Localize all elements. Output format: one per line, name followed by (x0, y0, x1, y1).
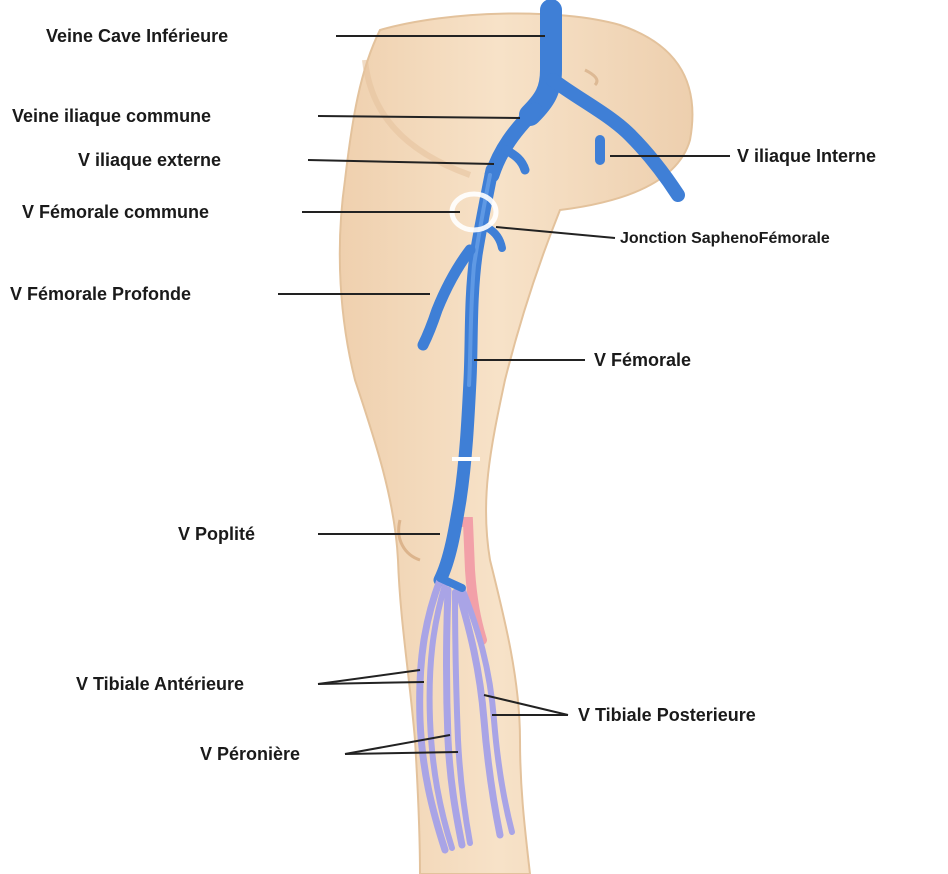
label-anterior-tibial: V Tibiale Antérieure (76, 675, 244, 693)
label-posterior-tibial: V Tibiale Posterieure (578, 706, 756, 724)
label-deep-femoral: V Fémorale Profonde (10, 285, 191, 303)
label-popliteal: V Poplité (178, 525, 255, 543)
label-saphenofemoral-junction: Jonction SaphenoFémorale (620, 231, 830, 247)
label-common-iliac: Veine iliaque commune (12, 107, 211, 125)
label-peroneal: V Péronière (200, 745, 300, 763)
label-external-iliac: V iliaque externe (78, 151, 221, 169)
label-common-femoral: V Fémorale commune (22, 203, 209, 221)
label-internal-iliac: V iliaque Interne (737, 147, 876, 165)
label-femoral: V Fémorale (594, 351, 691, 369)
label-inferior-vena-cava: Veine Cave Inférieure (46, 27, 228, 45)
